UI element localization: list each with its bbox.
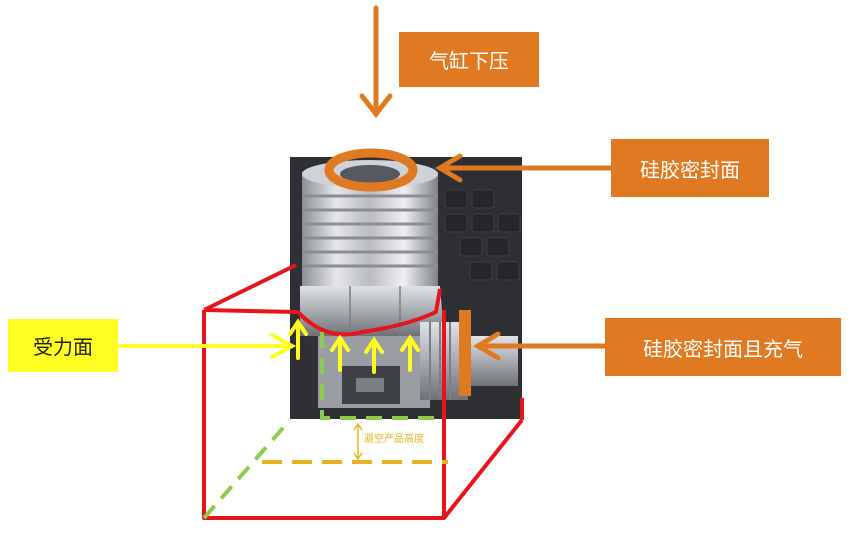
product-photo [290,157,522,419]
inflate-seal-arrow [473,331,607,361]
force-face-arrow [118,333,297,359]
force-up-arrows [288,318,420,374]
silicone-ring [324,148,418,192]
cylinder-press-label: 气缸下压 [399,32,539,87]
avoid-height-dimension [262,422,448,464]
cylinder-press-arrow [359,5,393,119]
hidden-edges [202,332,438,520]
force-face-label: 受力面 [8,319,118,372]
side-seal-bar [459,310,471,396]
fixture-outline [202,263,524,520]
silicone-seal-face-label: 硅胶密封面 [611,139,769,197]
seal-face-arrow [435,153,613,183]
silicone-seal-inflate-label: 硅胶密封面且充气 [605,318,841,376]
avoid-height-label: 避空产品高度 [364,434,424,445]
